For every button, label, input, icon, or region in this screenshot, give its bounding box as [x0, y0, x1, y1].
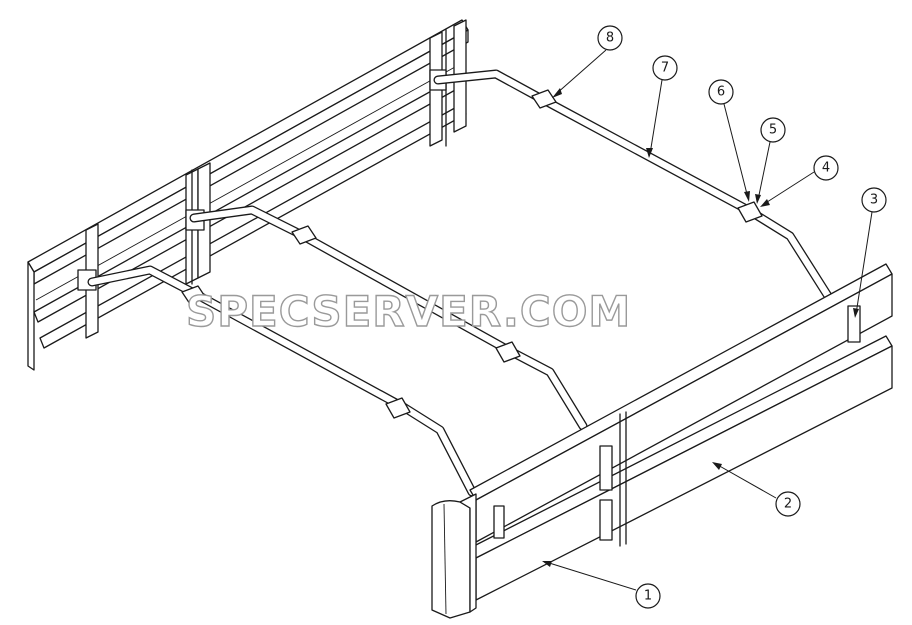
callout-7-label: 7: [661, 61, 669, 76]
callout-1-label: 1: [644, 589, 652, 604]
callout-8-bubble: [597, 25, 623, 51]
callout-6-label: 6: [717, 85, 725, 100]
callout-7-bubble: [652, 55, 678, 81]
callout-5-bubble: [760, 117, 786, 143]
side-board-hinges: [493, 305, 861, 547]
left-side-rail-panel: [27, 19, 469, 371]
callout-1-bubble: [635, 583, 661, 609]
roof-bow-rear: [87, 265, 477, 497]
callout-3-bubble: [861, 187, 887, 213]
callout-5-label: 5: [769, 123, 777, 138]
callout-8-label: 8: [606, 31, 614, 46]
callout-2-bubble: [775, 491, 801, 517]
front-corner-post: [431, 493, 477, 619]
callout-4-bubble: [813, 155, 839, 181]
callout-4-label: 4: [822, 161, 830, 176]
watermark-text: SPECSERVER.COM: [186, 287, 631, 336]
callout-3-label: 3: [870, 193, 878, 208]
roof-bow-middle: [189, 205, 588, 431]
bow-clamps: [181, 89, 763, 419]
callout-6-bubble: [708, 79, 734, 105]
callout-2-label: 2: [784, 497, 792, 512]
roof-bow-front: [433, 69, 833, 301]
